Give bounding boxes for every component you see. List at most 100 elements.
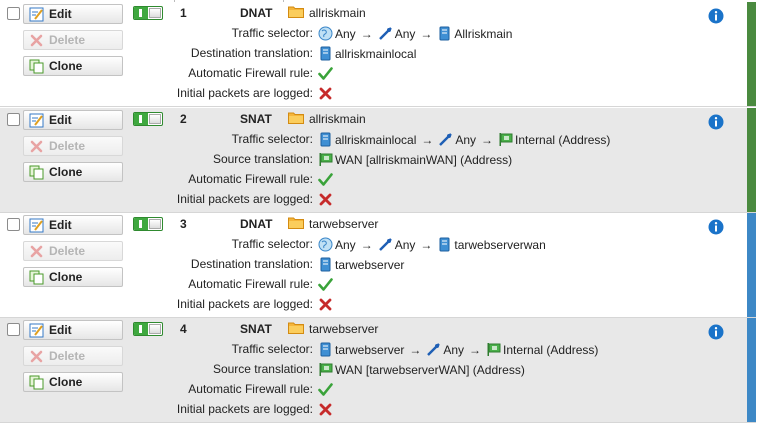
info-icon[interactable] xyxy=(708,114,724,130)
service-icon xyxy=(438,132,453,147)
translation-value: WAN [tarwebserverWAN] (Address) xyxy=(318,362,525,377)
select-checkbox[interactable] xyxy=(7,7,20,20)
nat-rule-row: Edit Delete Clone 3 DNAT tarwebserver Tr… xyxy=(0,213,756,318)
host-icon xyxy=(437,237,452,252)
info-icon[interactable] xyxy=(708,8,724,24)
rule-name: tarwebserver xyxy=(288,321,378,337)
folder-icon xyxy=(288,321,304,337)
globe-icon xyxy=(318,237,333,252)
clone-label: Clone xyxy=(49,270,83,284)
enable-toggle[interactable] xyxy=(133,322,163,336)
delete-label: Delete xyxy=(49,349,86,363)
host-icon xyxy=(318,132,333,147)
edit-icon xyxy=(28,322,44,338)
clone-button[interactable]: Clone xyxy=(23,162,123,182)
enable-toggle[interactable] xyxy=(133,112,163,126)
rule-type: DNAT xyxy=(240,6,273,20)
check-icon xyxy=(318,66,333,81)
nat-rule-row: Edit Delete Clone 4 SNAT tarwebserver Tr… xyxy=(0,318,756,423)
select-checkbox[interactable] xyxy=(7,323,20,336)
cross-icon xyxy=(318,192,333,207)
initial-packets-value xyxy=(318,297,335,312)
auto-firewall-label: Automatic Firewall rule: xyxy=(188,277,313,291)
clone-icon xyxy=(28,58,44,74)
clone-icon xyxy=(28,374,44,390)
folder-icon xyxy=(288,111,304,127)
host-icon xyxy=(318,46,333,61)
host-icon xyxy=(437,26,452,41)
delete-button[interactable]: Delete xyxy=(23,346,123,366)
delete-icon xyxy=(28,32,44,48)
service-icon xyxy=(378,237,393,252)
delete-label: Delete xyxy=(49,244,86,258)
initial-packets-label: Initial packets are logged: xyxy=(176,402,313,416)
delete-button[interactable]: Delete xyxy=(23,30,123,50)
folder-icon xyxy=(288,216,304,232)
host-icon xyxy=(318,257,333,272)
traffic-selector-value: Any → Any → Allriskmain xyxy=(318,26,512,41)
edit-button[interactable]: Edit xyxy=(23,4,123,24)
translation-label: Source translation: xyxy=(212,152,313,166)
translation-label: Destination translation: xyxy=(190,257,313,271)
traffic-selector-label: Traffic selector: xyxy=(231,342,313,356)
clone-label: Clone xyxy=(49,375,83,389)
status-stripe xyxy=(747,213,756,317)
clone-button[interactable]: Clone xyxy=(23,267,123,287)
initial-packets-label: Initial packets are logged: xyxy=(176,192,313,206)
translation-value: allriskmainlocal xyxy=(318,46,416,61)
initial-packets-label: Initial packets are logged: xyxy=(176,297,313,311)
rule-name: allriskmain xyxy=(288,111,366,127)
edit-label: Edit xyxy=(49,7,72,21)
rule-number: 3 xyxy=(180,217,187,231)
edit-icon xyxy=(28,112,44,128)
edit-button[interactable]: Edit xyxy=(23,320,123,340)
check-icon xyxy=(318,382,333,397)
clone-button[interactable]: Clone xyxy=(23,372,123,392)
clone-button[interactable]: Clone xyxy=(23,56,123,76)
traffic-selector-label: Traffic selector: xyxy=(231,26,313,40)
clone-label: Clone xyxy=(49,165,83,179)
translation-label: Destination translation: xyxy=(190,46,313,60)
edit-button[interactable]: Edit xyxy=(23,110,123,130)
network-icon xyxy=(498,132,513,147)
traffic-selector-value: allriskmainlocal → Any → Internal (Addre… xyxy=(318,132,610,147)
host-icon xyxy=(318,342,333,357)
auto-firewall-value xyxy=(318,382,335,397)
initial-packets-label: Initial packets are logged: xyxy=(176,86,313,100)
rule-type: SNAT xyxy=(240,322,272,336)
globe-icon xyxy=(318,26,333,41)
service-icon xyxy=(378,26,393,41)
rule-name: allriskmain xyxy=(288,5,366,21)
auto-firewall-label: Automatic Firewall rule: xyxy=(188,66,313,80)
rule-type: DNAT xyxy=(240,217,273,231)
edit-label: Edit xyxy=(49,113,72,127)
delete-icon xyxy=(28,348,44,364)
status-stripe xyxy=(747,318,756,422)
cross-icon xyxy=(318,402,333,417)
translation-value: tarwebserver xyxy=(318,257,404,272)
enable-toggle[interactable] xyxy=(133,217,163,231)
select-checkbox[interactable] xyxy=(7,218,20,231)
rule-type: SNAT xyxy=(240,112,272,126)
clone-label: Clone xyxy=(49,59,83,73)
info-icon[interactable] xyxy=(708,219,724,235)
status-stripe xyxy=(747,2,756,106)
delete-button[interactable]: Delete xyxy=(23,136,123,156)
translation-label: Source translation: xyxy=(212,362,313,376)
network-icon xyxy=(486,342,501,357)
rule-number: 4 xyxy=(180,322,187,336)
edit-button[interactable]: Edit xyxy=(23,215,123,235)
delete-button[interactable]: Delete xyxy=(23,241,123,261)
edit-label: Edit xyxy=(49,323,72,337)
initial-packets-value xyxy=(318,192,335,207)
edit-icon xyxy=(28,217,44,233)
initial-packets-value xyxy=(318,402,335,417)
clone-icon xyxy=(28,269,44,285)
info-icon[interactable] xyxy=(708,324,724,340)
auto-firewall-value xyxy=(318,172,335,187)
network-icon xyxy=(318,152,333,167)
select-checkbox[interactable] xyxy=(7,113,20,126)
edit-label: Edit xyxy=(49,218,72,232)
enable-toggle[interactable] xyxy=(133,6,163,20)
auto-firewall-label: Automatic Firewall rule: xyxy=(188,172,313,186)
